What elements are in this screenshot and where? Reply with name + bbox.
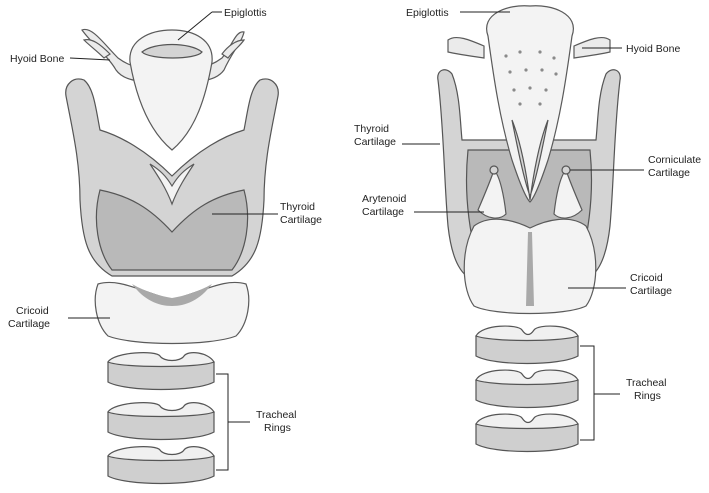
anterior-epiglottis-label: Epiglottis: [224, 7, 267, 19]
anterior-view: Epiglottis Hyoid Bone Thyroid Cartilage …: [8, 7, 322, 484]
posterior-tracheal-label-line1: Tracheal: [626, 377, 666, 389]
posterior-tracheal-ring: [476, 370, 578, 407]
anterior-cricoid-label-line1: Cricoid: [16, 305, 49, 317]
anterior-thyroid-label-line2: Cartilage: [280, 214, 322, 226]
anterior-cricoid-label-line2: Cartilage: [8, 318, 50, 330]
anterior-hyoid-label: Hyoid Bone: [10, 53, 64, 65]
anterior-hyoid-horn-right: [222, 40, 244, 58]
posterior-hyoid-left: [448, 38, 484, 58]
anterior-cricoid-cartilage: [95, 282, 249, 343]
posterior-corniculate-right: [562, 166, 570, 174]
anterior-tracheal-ring: [108, 403, 214, 440]
posterior-view: Epiglottis Hyoid Bone Thyroid Cartilage …: [354, 6, 701, 452]
posterior-arytenoid-label-line2: Cartilage: [362, 206, 404, 218]
anterior-tracheal-ring: [108, 353, 214, 390]
posterior-corniculate-label-line2: Cartilage: [648, 167, 690, 179]
anterior-tracheal-label-line2: Rings: [264, 422, 291, 434]
anterior-thyroid-label-line1: Thyroid: [280, 201, 315, 213]
anterior-tracheal-ring: [108, 447, 214, 484]
anterior-tracheal-bracket: [216, 374, 250, 470]
posterior-corniculate-left: [490, 166, 498, 174]
posterior-epiglottis-label: Epiglottis: [406, 7, 449, 19]
anterior-tracheal-rings: [108, 353, 214, 484]
anterior-tracheal-label-line1: Tracheal: [256, 409, 296, 421]
posterior-tracheal-ring: [476, 326, 578, 363]
posterior-hyoid-label: Hyoid Bone: [626, 43, 680, 55]
posterior-tracheal-label-line2: Rings: [634, 390, 661, 402]
posterior-tracheal-ring: [476, 414, 578, 451]
posterior-thyroid-label-line1: Thyroid: [354, 123, 389, 135]
posterior-cricoid-label-line1: Cricoid: [630, 272, 663, 284]
posterior-corniculate-label-line1: Corniculate: [648, 154, 701, 166]
posterior-thyroid-label-line2: Cartilage: [354, 136, 396, 148]
posterior-arytenoid-label-line1: Arytenoid: [362, 193, 407, 205]
posterior-cricoid-label-line2: Cartilage: [630, 285, 672, 297]
posterior-tracheal-rings: [476, 326, 578, 451]
posterior-tracheal-bracket: [580, 346, 620, 440]
